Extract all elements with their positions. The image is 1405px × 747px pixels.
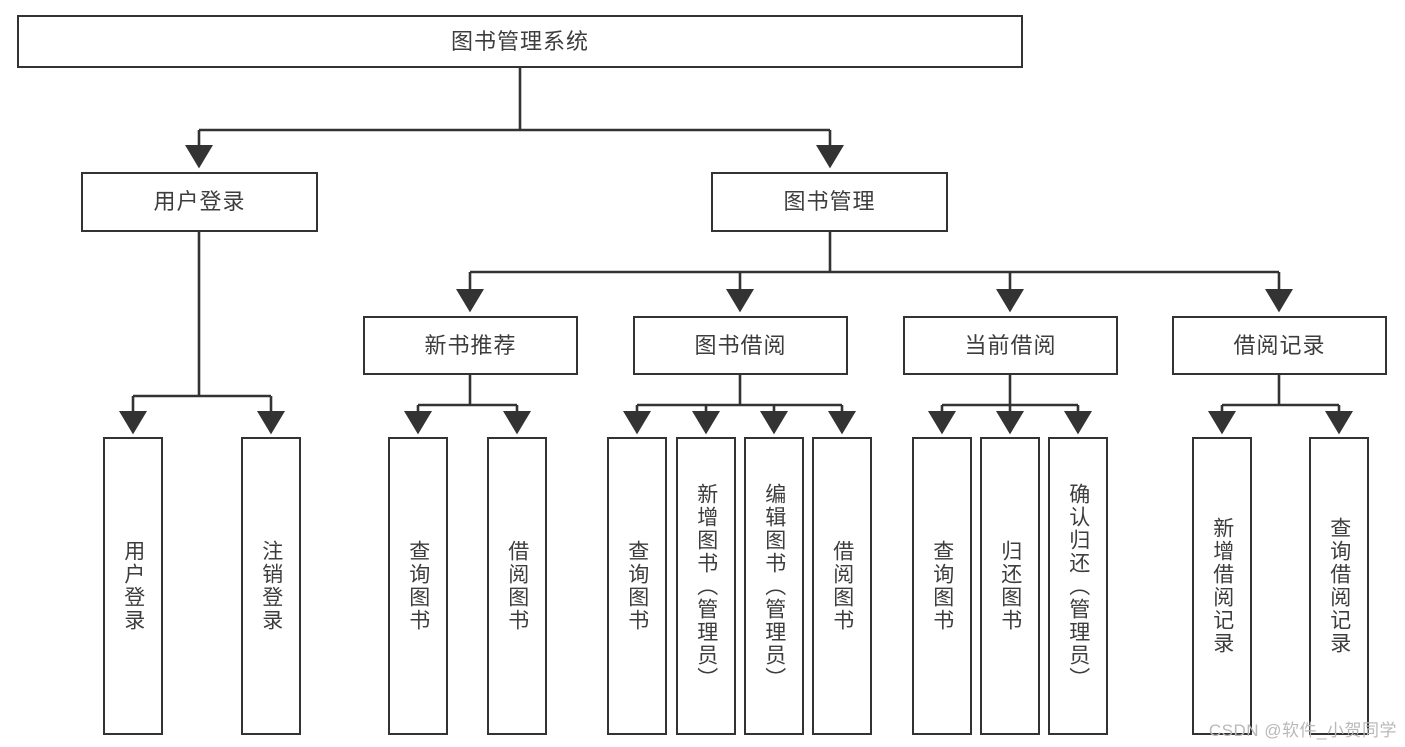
leaf-current-borrow-query[interactable]: 查询图书: [912, 437, 972, 735]
leaf-current-borrow-query-label: 查询图书: [930, 540, 954, 632]
leaf-user-login-logout[interactable]: 注销登录: [241, 437, 301, 735]
leaf-book-borrow-edit-label: 编辑图书（管理员）: [762, 482, 786, 690]
leaf-new-book-borrow[interactable]: 借阅图书: [487, 437, 547, 735]
leaf-book-borrow-borrow-label: 借阅图书: [830, 540, 854, 632]
node-root-label: 图书管理系统: [450, 28, 589, 54]
leaf-book-borrow-borrow[interactable]: 借阅图书: [812, 437, 872, 735]
leaf-book-borrow-add-label: 新增图书（管理员）: [694, 482, 718, 690]
leaf-current-borrow-confirm-return-label: 确认归还（管理员）: [1066, 482, 1090, 690]
leaf-borrow-record-query-label: 查询借阅记录: [1327, 517, 1351, 655]
leaf-current-borrow-confirm-return[interactable]: 确认归还（管理员）: [1048, 437, 1108, 735]
leaf-borrow-record-add[interactable]: 新增借阅记录: [1192, 437, 1252, 735]
node-book-borrow-label: 图书借阅: [694, 332, 787, 358]
leaf-book-borrow-edit[interactable]: 编辑图书（管理员）: [744, 437, 804, 735]
leaf-user-login-login[interactable]: 用户登录: [103, 437, 163, 735]
node-root-book-management-system[interactable]: 图书管理系统: [17, 15, 1023, 68]
node-book-management-label: 图书管理: [783, 189, 876, 215]
node-new-book-recommend-label: 新书推荐: [424, 332, 517, 358]
leaf-new-book-query-label: 查询图书: [406, 540, 430, 632]
node-book-borrow[interactable]: 图书借阅: [633, 316, 848, 375]
node-new-book-recommend[interactable]: 新书推荐: [363, 316, 578, 375]
node-user-login-label: 用户登录: [153, 189, 246, 215]
leaf-new-book-borrow-label: 借阅图书: [505, 540, 529, 632]
node-borrow-record-label: 借阅记录: [1233, 332, 1326, 358]
node-user-login[interactable]: 用户登录: [81, 172, 318, 232]
leaf-book-borrow-query[interactable]: 查询图书: [607, 437, 667, 735]
node-current-borrow[interactable]: 当前借阅: [903, 316, 1118, 375]
node-borrow-record[interactable]: 借阅记录: [1172, 316, 1387, 375]
leaf-current-borrow-return[interactable]: 归还图书: [980, 437, 1040, 735]
leaf-user-login-logout-label: 注销登录: [259, 540, 283, 632]
leaf-new-book-query[interactable]: 查询图书: [388, 437, 448, 735]
csdn-watermark: CSDN @软件_小贺同学: [1208, 721, 1397, 740]
leaf-book-borrow-query-label: 查询图书: [625, 540, 649, 632]
leaf-user-login-login-label: 用户登录: [121, 540, 145, 632]
leaf-current-borrow-return-label: 归还图书: [998, 540, 1022, 632]
leaf-borrow-record-add-label: 新增借阅记录: [1210, 517, 1234, 655]
leaf-borrow-record-query[interactable]: 查询借阅记录: [1309, 437, 1369, 735]
node-current-borrow-label: 当前借阅: [964, 332, 1057, 358]
leaf-book-borrow-add[interactable]: 新增图书（管理员）: [676, 437, 736, 735]
node-book-management[interactable]: 图书管理: [711, 172, 948, 232]
